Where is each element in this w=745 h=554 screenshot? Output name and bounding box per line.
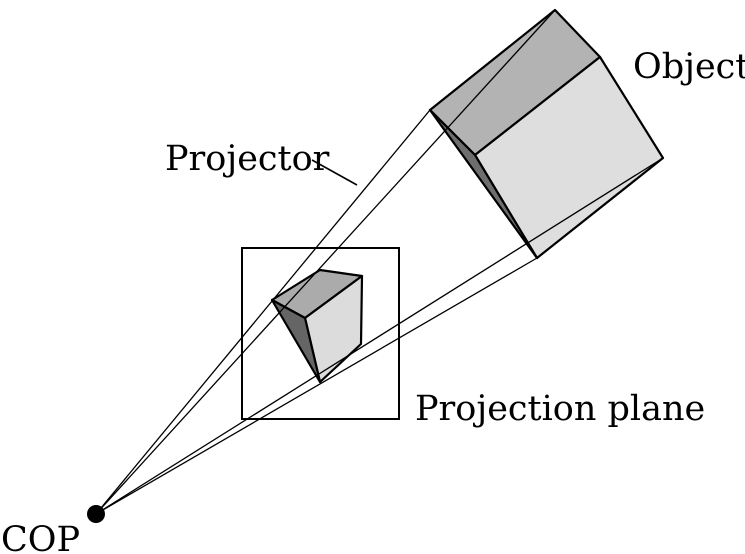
object-cube: [428, 8, 665, 260]
projector-ray: [95, 109, 431, 515]
cop-point: [87, 505, 105, 523]
cop-label: COP: [1, 520, 80, 554]
projector-leader-line: [311, 159, 358, 186]
projection-plane-label: Projection plane: [415, 389, 705, 429]
projector-ray: [95, 157, 664, 515]
projection-plane: [241, 247, 400, 420]
projector-ray: [95, 257, 538, 515]
projected-cube-left-face: [270, 298, 322, 384]
projector-label: Projector: [165, 139, 330, 179]
projector-ray: [95, 9, 556, 515]
object-label: Object: [633, 47, 745, 87]
object-cube-left-face: [428, 108, 539, 260]
projected-cube: [270, 268, 364, 384]
projector-rays: [95, 9, 664, 515]
